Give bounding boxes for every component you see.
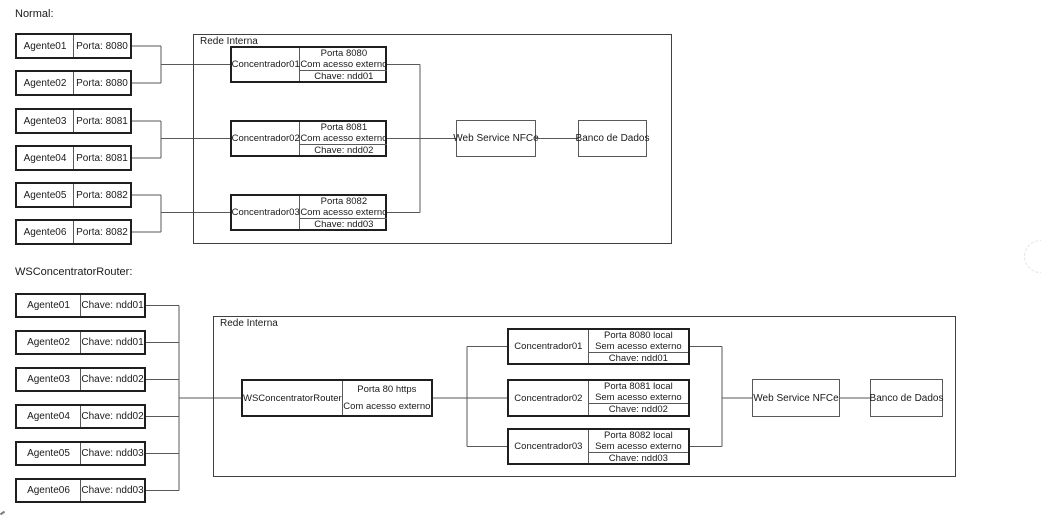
router-name: WSConcentratorRouter xyxy=(243,381,343,415)
web-service-box: Web Service NFCe xyxy=(453,120,539,157)
agent-box: Agente02 Chave: ndd01 xyxy=(15,330,146,355)
concentrator-name: Concentrador02 xyxy=(232,122,301,155)
agent-chave: Chave: ndd01 xyxy=(81,300,144,311)
concentrator-port: Porta 8080 local xyxy=(604,330,673,341)
ws-concentrator-router-box: WSConcentratorRouter Porta 80 https Com … xyxy=(241,379,433,417)
concentrator-access: Sem acesso externo xyxy=(595,341,682,352)
concentrator-chave: Chave: ndd01 xyxy=(300,70,388,82)
agent-box: Agente02 Porta: 8080 xyxy=(15,70,132,96)
agent-port: Porta: 8080 xyxy=(76,40,128,52)
concentrator-access: Sem acesso externo xyxy=(595,441,682,452)
agent-box: Agente01 Chave: ndd01 xyxy=(15,293,146,318)
edge-artifact-circle xyxy=(1024,240,1041,273)
concentrator-port: Porta 8081 local xyxy=(604,381,673,392)
concentrator-chave: Chave: ndd03 xyxy=(588,452,688,464)
web-service-box: Web Service NFCe xyxy=(752,379,840,417)
concentrator-chave: Chave: ndd02 xyxy=(588,403,688,415)
concentrator-access: Sem acesso externo xyxy=(595,392,682,403)
concentrator-chave: Chave: ndd03 xyxy=(300,218,388,230)
agent-chave: Chave: ndd03 xyxy=(81,448,144,459)
concentrator-port: Porta 8082 local xyxy=(604,430,673,441)
agent-box: Agente01 Porta: 8080 xyxy=(15,33,132,59)
router-diagram-title: WSConcentratorRouter: xyxy=(15,266,133,278)
concentrator-port: Porta 8080 xyxy=(320,48,368,59)
concentrator-box: Concentrador03 Porta 8082 Com acesso ext… xyxy=(230,194,388,231)
agent-name: Agente01 xyxy=(17,295,81,316)
agent-name: Agente04 xyxy=(17,406,81,427)
agent-port: Porta: 8081 xyxy=(76,152,128,164)
agent-chave: Chave: ndd02 xyxy=(81,374,144,385)
agent-port: Porta: 8082 xyxy=(76,189,128,201)
concentrator-name: Concentrador03 xyxy=(232,196,301,229)
agent-box: Agente03 Chave: ndd02 xyxy=(15,367,146,392)
agent-box: Agente04 Chave: ndd02 xyxy=(15,404,146,429)
concentrator-box: Concentrador01 Porta 8080 Com acesso ext… xyxy=(230,46,388,83)
agent-port: Porta: 8080 xyxy=(76,77,128,89)
concentrator-chave: Chave: ndd02 xyxy=(300,144,388,156)
agent-port: Porta: 8082 xyxy=(76,226,128,238)
concentrator-box: Concentrador01 Porta 8080 local Sem aces… xyxy=(507,328,690,365)
database-box: Banco de Dados xyxy=(870,379,943,417)
agent-box: Agente03 Porta: 8081 xyxy=(15,108,132,134)
concentrator-name: Concentrador01 xyxy=(509,330,589,363)
router-access: Com acesso externo xyxy=(343,401,431,412)
agent-name: Agente02 xyxy=(17,72,74,94)
agent-box: Agente05 Chave: ndd03 xyxy=(15,441,146,466)
concentrator-name: Concentrador03 xyxy=(509,430,589,463)
agent-name: Agente01 xyxy=(17,35,74,57)
agent-name: Agente02 xyxy=(17,332,81,353)
concentrator-access: Com acesso externo xyxy=(300,59,388,70)
concentrator-name: Concentrador02 xyxy=(509,381,589,415)
concentrator-chave: Chave: ndd01 xyxy=(588,352,688,364)
rede-interna-label: Rede Interna xyxy=(218,318,280,329)
agent-name: Agente06 xyxy=(17,480,81,501)
agent-box: Agente05 Porta: 8082 xyxy=(15,182,132,208)
edge-artifact-mark xyxy=(0,510,6,516)
agent-box: Agente06 Porta: 8082 xyxy=(15,219,132,245)
concentrator-box: Concentrador02 Porta 8081 Com acesso ext… xyxy=(230,120,388,157)
agent-chave: Chave: ndd03 xyxy=(81,485,144,496)
rede-interna-label: Rede Interna xyxy=(198,36,260,47)
agent-box: Agente06 Chave: ndd03 xyxy=(15,478,146,503)
rede-interna-frame: Rede Interna xyxy=(213,316,956,477)
agent-name: Agente05 xyxy=(17,184,74,206)
concentrator-access: Com acesso externo xyxy=(300,207,388,218)
concentrator-port: Porta 8082 xyxy=(320,196,368,207)
concentrator-box: Concentrador02 Porta 8081 local Sem aces… xyxy=(507,379,690,417)
database-box: Banco de Dados xyxy=(576,120,649,157)
rede-interna-frame: Rede Interna xyxy=(193,34,672,244)
router-port: Porta 80 https xyxy=(357,384,417,395)
concentrator-box: Concentrador03 Porta 8082 local Sem aces… xyxy=(507,428,690,465)
agent-port: Porta: 8081 xyxy=(76,115,128,127)
concentrator-name: Concentrador01 xyxy=(232,48,301,81)
agent-chave: Chave: ndd01 xyxy=(81,337,144,348)
agent-chave: Chave: ndd02 xyxy=(81,411,144,422)
concentrator-port: Porta 8081 xyxy=(320,122,368,133)
agent-name: Agente05 xyxy=(17,443,81,464)
agent-name: Agente03 xyxy=(17,369,81,390)
normal-diagram-title: Normal: xyxy=(15,8,54,20)
agent-name: Agente06 xyxy=(17,221,74,243)
agent-box: Agente04 Porta: 8081 xyxy=(15,145,132,171)
concentrator-access: Com acesso externo xyxy=(300,133,388,144)
agent-name: Agente03 xyxy=(17,110,74,132)
agent-name: Agente04 xyxy=(17,147,74,169)
